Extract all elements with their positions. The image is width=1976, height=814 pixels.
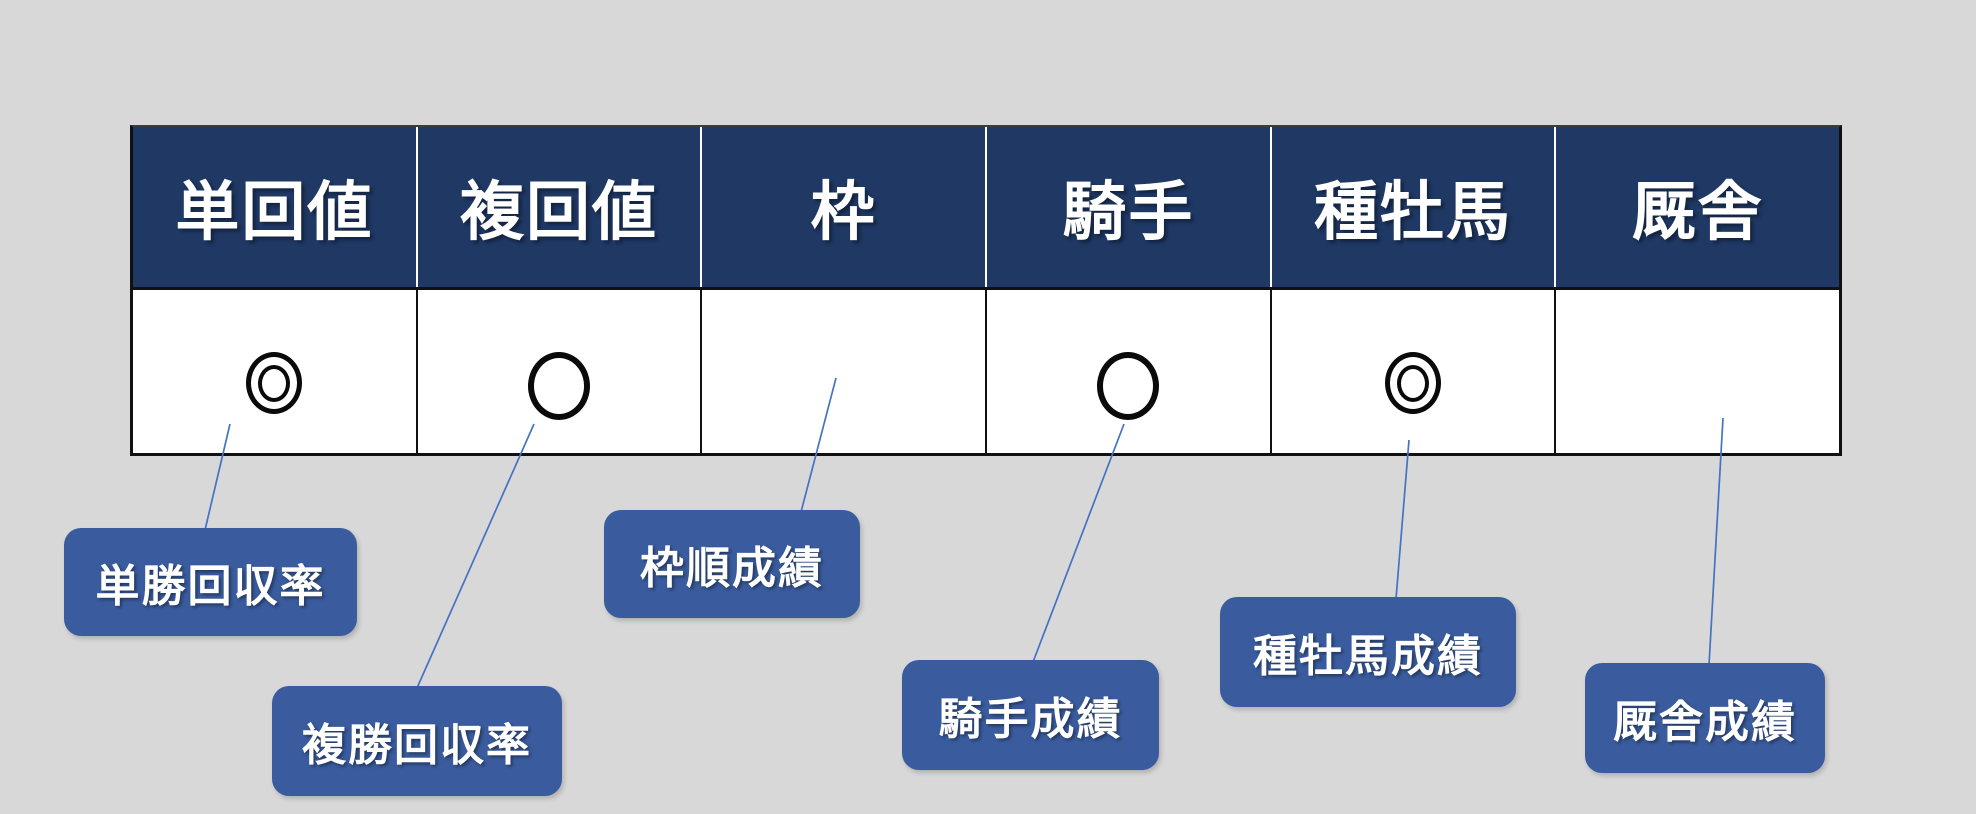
leader-line-sire	[1395, 439, 1410, 600]
body-cell-stable	[1556, 290, 1840, 453]
circle-icon	[528, 352, 590, 420]
body-cell-jockey	[987, 290, 1272, 453]
callout-place-recovery-rate: 複勝回収率	[272, 686, 562, 796]
leader-line-place-return	[416, 423, 535, 689]
leader-line-jockey	[1032, 423, 1125, 663]
body-cell-win-return	[133, 290, 418, 453]
callout-frame-results: 枠順成績	[604, 510, 860, 618]
callout-sire-results: 種牡馬成績	[1220, 597, 1516, 707]
body-cell-frame	[702, 290, 988, 453]
body-cell-place-return	[417, 290, 703, 453]
header-cell-place-return: 複回値	[417, 127, 703, 287]
double-circle-icon	[246, 352, 303, 414]
callout-win-recovery-rate: 単勝回収率	[64, 528, 357, 636]
callout-stable-results: 厩舎成績	[1585, 663, 1825, 773]
table-header-row: 単回値 複回値 枠 騎手 種牡馬 厩舎	[133, 127, 1840, 287]
double-circle-icon	[1385, 352, 1442, 414]
rating-table: 単回値 複回値 枠 騎手 種牡馬 厩舎	[130, 125, 1842, 456]
table-symbol-row	[133, 287, 1840, 453]
header-cell-sire: 種牡馬	[1271, 127, 1557, 287]
callout-jockey-results: 騎手成績	[902, 660, 1159, 770]
body-cell-sire	[1271, 290, 1557, 453]
header-cell-stable: 厩舎	[1556, 127, 1840, 287]
header-cell-frame: 枠	[702, 127, 988, 287]
circle-icon	[1097, 352, 1160, 420]
header-cell-win-return: 単回値	[133, 127, 418, 287]
header-cell-jockey: 騎手	[987, 127, 1272, 287]
